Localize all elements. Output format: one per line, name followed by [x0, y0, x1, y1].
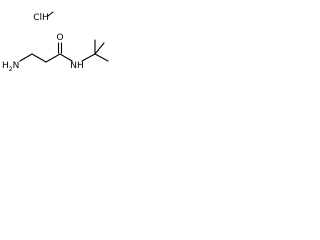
amine-subscript: 2	[9, 66, 13, 73]
structure-diagram: ClH H2N O NH	[0, 0, 126, 84]
bond-cq-me-right	[94, 53, 109, 62]
skeleton	[19, 39, 109, 63]
amide-nh-label: NH	[70, 61, 84, 71]
salt-label: ClH	[33, 13, 49, 23]
h-cl-bond	[47, 11, 54, 17]
hydrochloride-salt: ClH	[33, 11, 54, 23]
bond-n-cq	[81, 53, 96, 62]
bond-c1-c2	[31, 53, 47, 63]
background	[0, 0, 126, 84]
amine-label: H2N	[2, 61, 19, 73]
bond-c2-c3	[45, 53, 61, 63]
bond-c3-n	[59, 53, 73, 62]
atom-labels: H2N O NH	[2, 33, 84, 73]
bond-n-c1	[19, 53, 33, 62]
bond-cq-me-left	[94, 42, 105, 55]
carbonyl-oxygen: O	[56, 33, 63, 43]
